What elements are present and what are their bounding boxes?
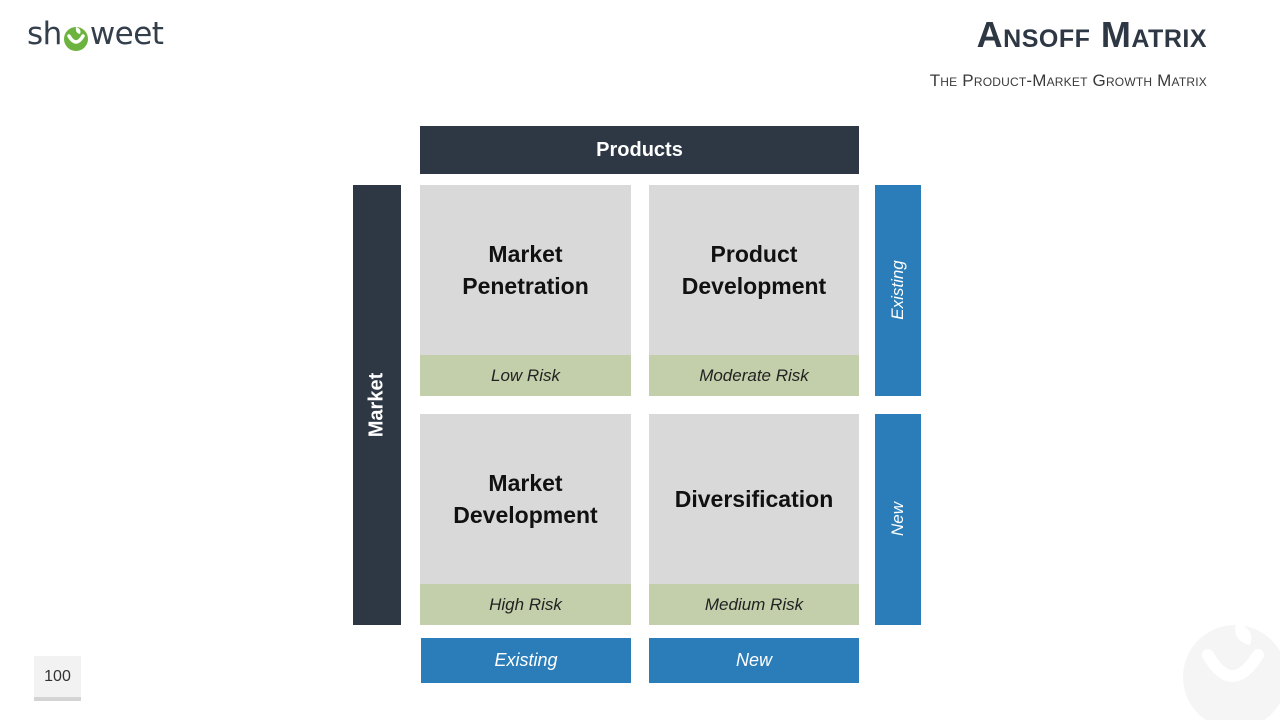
column-label-existing-text: Existing [494, 650, 558, 670]
column-label-new: New [649, 638, 859, 683]
quadrant-diversification: Diversification [649, 414, 859, 584]
quadrant-product-development: Product Development [649, 185, 859, 355]
risk-label: Moderate Risk [649, 355, 859, 396]
page-number-text: 100 [44, 667, 71, 685]
market-header [353, 185, 401, 625]
products-header-label: Products [596, 138, 683, 161]
quadrant-title-line2: Development [681, 273, 827, 299]
quadrant-title-line1: Market [488, 470, 563, 496]
row-label-existing: Existing [888, 260, 907, 320]
showeet-leaf-logo-icon [63, 24, 89, 51]
column-label-new-text: New [735, 650, 772, 670]
quadrant-title-line1: Market [488, 241, 563, 267]
logo-suffix: weet [89, 16, 164, 52]
column-label-existing: Existing [421, 638, 631, 683]
risk-label: Medium Risk [649, 584, 859, 625]
quadrant-market-penetration: Market Penetration [420, 185, 631, 355]
showeet-logo: sh weet [27, 14, 164, 54]
market-header-label: Market [365, 372, 388, 438]
watermark-logo-icon [1180, 615, 1280, 725]
quadrant-title-line1: Diversification [674, 486, 834, 512]
row-label-existing-bar [875, 185, 921, 396]
quadrant-market-development: Market Development [420, 414, 631, 584]
page-subtitle: The Product-Market Growth Matrix [929, 71, 1207, 90]
risk-label: High Risk [420, 584, 631, 625]
risk-label: Low Risk [420, 355, 631, 396]
quadrant-title-line2: Development [453, 502, 598, 528]
row-label-new: New [888, 501, 907, 537]
row-label-new-bar [875, 414, 921, 625]
quadrant-title-line1: Product [710, 241, 798, 267]
quadrant-title-line2: Penetration [462, 273, 589, 299]
page-number: 100 [34, 656, 81, 701]
products-header: Products [420, 126, 859, 174]
logo-prefix: sh [27, 16, 62, 52]
page-title: Ansoff Matrix [976, 14, 1207, 55]
